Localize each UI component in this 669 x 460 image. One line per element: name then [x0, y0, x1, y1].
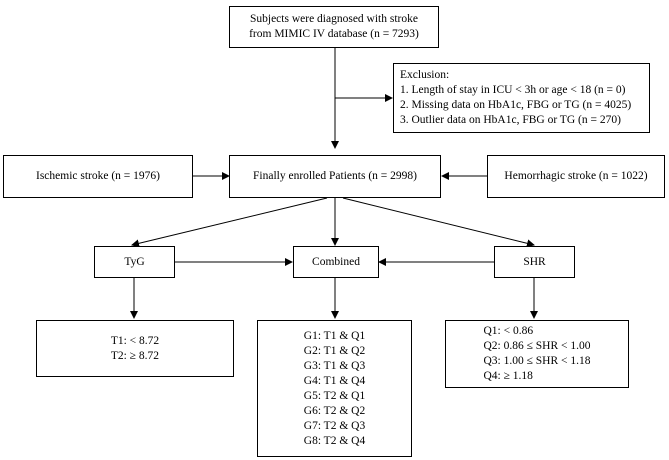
- source-line-2: from MIMIC IV database (n = 7293): [249, 28, 419, 40]
- exclusion-item-3: 3. Outlier data on HbA1c, FBG or TG (n =…: [400, 114, 621, 126]
- combined-group-g5: G5: T2 & Q1: [303, 389, 366, 402]
- shr-group-q3: Q3: 1.00 ≤ SHR < 1.18: [483, 355, 591, 367]
- combined-group-g6: G6: T2 & Q2: [303, 404, 366, 417]
- arrow-enrolled-to-tyg: [131, 197, 328, 248]
- exclusion-box: Exclusion: 1. Length of stay in ICU < 3h…: [393, 63, 650, 133]
- combined-group-g1: G1: T1 & Q1: [303, 329, 366, 342]
- tyg-label: TyG: [124, 255, 145, 268]
- shr-label: SHR: [523, 255, 546, 268]
- shr-groups-box: Q1: < 0.86 Q2: 0.86 ≤ SHR < 1.00 Q3: 1.0…: [445, 320, 629, 388]
- combined-group-g2: G2: T1 & Q2: [303, 344, 366, 357]
- enrolled-box: Finally enrolled Patients (n = 2998): [229, 155, 441, 198]
- tyg-group-t2: T2: ≥ 8.72: [110, 349, 159, 362]
- shr-group-q4: Q4: ≥ 1.18: [483, 370, 533, 382]
- combined-label: Combined: [312, 255, 360, 268]
- arrow-enrolled-to-shr: [342, 197, 535, 248]
- exclusion-item-2: 2. Missing data on HbA1c, FBG or TG (n =…: [400, 99, 632, 111]
- combined-group-g8: G8: T2 & Q4: [303, 434, 366, 447]
- source-line-1: Subjects were diagnosed with stroke: [249, 13, 418, 25]
- combined-group-g3: G3: T1 & Q3: [303, 359, 366, 372]
- tyg-groups-box: T1: < 8.72 T2: ≥ 8.72: [36, 320, 234, 377]
- combined-groups-box: G1: T1 & Q1 G2: T1 & Q2 G3: T1 & Q3 G4: …: [257, 320, 412, 457]
- shr-group-q1: Q1: < 0.86: [483, 325, 534, 337]
- combined-box: Combined: [293, 246, 379, 278]
- combined-group-g4: G4: T1 & Q4: [303, 374, 366, 387]
- hemorrhagic-stroke-label: Hemorrhagic stroke (n = 1022): [504, 170, 648, 182]
- ischemic-stroke-label: Ischemic stroke (n = 1976): [35, 170, 160, 182]
- tyg-group-t1: T1: < 8.72: [110, 334, 160, 347]
- ischemic-stroke-box: Ischemic stroke (n = 1976): [3, 155, 193, 198]
- hemorrhagic-stroke-box: Hemorrhagic stroke (n = 1022): [487, 155, 665, 198]
- shr-box: SHR: [494, 246, 575, 278]
- enrolled-label: Finally enrolled Patients (n = 2998): [253, 170, 417, 182]
- source-box: Subjects were diagnosed with stroke from…: [229, 6, 439, 48]
- tyg-box: TyG: [94, 246, 175, 278]
- exclusion-item-1: 1. Length of stay in ICU < 3h or age < 1…: [400, 84, 626, 96]
- combined-group-g7: G7: T2 & Q3: [303, 419, 366, 432]
- exclusion-title: Exclusion:: [400, 69, 450, 81]
- shr-group-q2: Q2: 0.86 ≤ SHR < 1.00: [483, 340, 591, 352]
